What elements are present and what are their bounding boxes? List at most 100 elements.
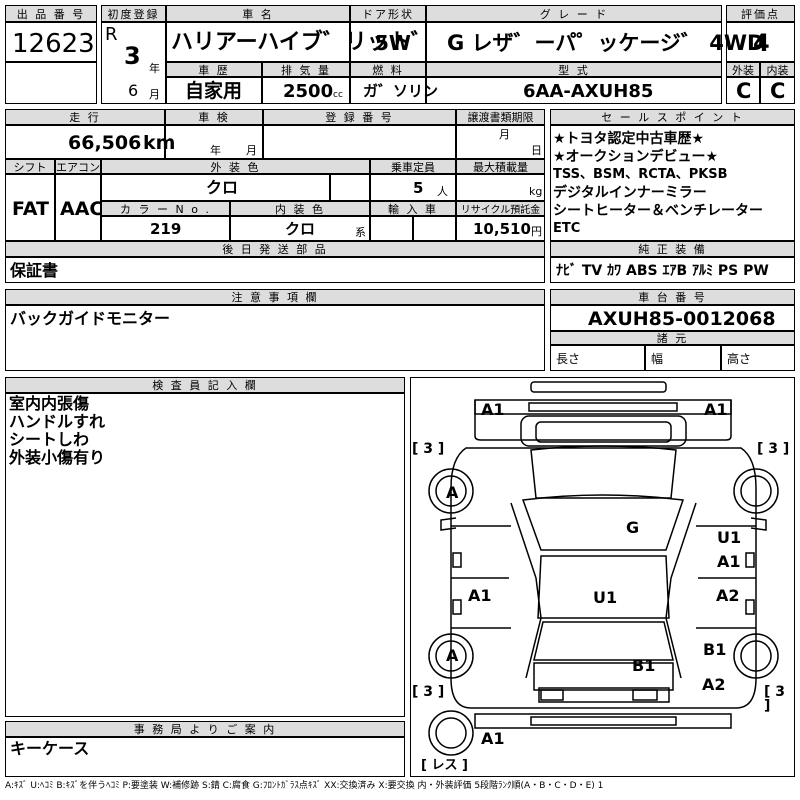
mark-wheel-fl: A bbox=[446, 483, 459, 502]
month-unit: 月 bbox=[149, 88, 160, 101]
mileage-cell: 66,506 km bbox=[5, 125, 175, 159]
mark-left-front-door: A1 bbox=[468, 586, 492, 605]
int-score-label: 内装 bbox=[760, 62, 795, 77]
max-load-cell: kg bbox=[456, 174, 545, 201]
later-parts-label: 後 日 発 送 部 品 bbox=[5, 241, 545, 257]
import-cell-1 bbox=[370, 216, 413, 241]
ac-label: エアコン bbox=[55, 159, 101, 174]
office-cell: キーケース bbox=[5, 737, 405, 777]
era: R bbox=[105, 24, 118, 45]
chassis-no: AXUH85-0012068 bbox=[588, 308, 776, 330]
transfer-label: 譲渡書類期限 bbox=[456, 109, 545, 125]
color-no-cell: 219 bbox=[101, 216, 230, 241]
mark-right-rear-door: A2 bbox=[716, 586, 740, 605]
office-text: キーケース bbox=[10, 739, 90, 758]
recycle-label: リサイクル預託金 bbox=[456, 201, 545, 216]
int-color: クロ bbox=[285, 220, 316, 238]
recycle-cell: 10,510 円 bbox=[456, 216, 545, 241]
sales-line: TSS、BSM、RCTA、PKSB bbox=[553, 167, 728, 182]
recycle: 10,510 bbox=[473, 220, 531, 238]
mark-roof: U1 bbox=[593, 588, 618, 607]
model-label: 型 式 bbox=[426, 62, 722, 77]
height-cell: 高さ bbox=[721, 345, 795, 371]
later-parts: 保証書 bbox=[10, 261, 59, 280]
mark-right-front-door-1: U1 bbox=[717, 528, 742, 547]
history-cell: 自家用 bbox=[166, 77, 262, 104]
inspector-cell: 室内内張傷 ハンドルすれ シートしわ 外装小傷有り bbox=[5, 393, 405, 717]
mileage-unit: km bbox=[143, 132, 176, 154]
score-label: 評価点 bbox=[726, 5, 795, 22]
fuel-cell: ガ゛ソリン bbox=[350, 77, 438, 104]
mark-right-front-door-2: A1 bbox=[717, 552, 741, 571]
height-label: 高さ bbox=[727, 352, 752, 366]
notes: バックガイドモニター bbox=[10, 309, 171, 328]
max-load-label: 最大積載量 bbox=[456, 159, 545, 174]
door: 5W bbox=[375, 31, 411, 55]
transfer-day-unit: 日 bbox=[531, 144, 542, 157]
ext-color-label: 外 装 色 bbox=[101, 159, 370, 174]
mark-right-rear-corner: A2 bbox=[702, 675, 726, 694]
lot-no-blank bbox=[5, 62, 97, 104]
int-score-cell: C bbox=[760, 77, 795, 104]
later-parts-cell: 保証書 bbox=[5, 257, 545, 283]
notes-label: 注 意 事 項 欄 bbox=[5, 289, 545, 305]
model-cell: 6AA-AXUH85 bbox=[426, 77, 722, 104]
insp-year-unit: 年 bbox=[210, 144, 221, 157]
chassis-cell: AXUH85-0012068 bbox=[550, 305, 795, 331]
ext-color: クロ bbox=[206, 178, 239, 197]
mark-spare: [ レス ] bbox=[421, 758, 468, 773]
mark-front-right-corner: A1 bbox=[704, 400, 728, 419]
car-name-cell: ハリアーハイブ゛リット゛ bbox=[166, 22, 433, 62]
reg-no-cell bbox=[263, 125, 456, 159]
inspector-line: ハンドルすれ bbox=[9, 412, 106, 431]
shift-cell: FAT bbox=[5, 174, 55, 241]
reg-no-label: 登 録 番 号 bbox=[263, 109, 456, 125]
mark-tire-fr: [ 3 ] bbox=[757, 441, 790, 457]
sales-line: デジタルインナーミラー bbox=[553, 185, 707, 201]
displacement-label: 排 気 量 bbox=[262, 62, 350, 77]
score: 4 bbox=[753, 29, 770, 57]
color-no: 219 bbox=[150, 220, 182, 238]
reg-month: 6 bbox=[128, 81, 139, 100]
year-unit: 年 bbox=[149, 62, 160, 75]
lot-no-cell: 12623 bbox=[5, 22, 97, 62]
shift: FAT bbox=[12, 198, 49, 220]
grade-cell: G レザ゛ーパ゜ッケージ゛ 4WD bbox=[426, 22, 764, 62]
mark-rear-left-corner: A1 bbox=[481, 729, 505, 748]
inspector-label: 検 査 員 記 入 欄 bbox=[5, 377, 405, 393]
capacity-label: 乗車定員 bbox=[370, 159, 456, 174]
car-name: ハリアーハイブ゛リット゛ bbox=[171, 30, 433, 55]
car-diagram: A1 A1 [ 3 ] [ 3 ] A G U1 A1 A1 U1 A2 B1 … bbox=[410, 377, 795, 777]
capacity: 5 bbox=[413, 179, 424, 197]
mark-tire-rl: [ 3 ] bbox=[412, 684, 445, 700]
model: 6AA-AXUH85 bbox=[523, 81, 654, 102]
notes-cell: バックガイドモニター bbox=[5, 305, 545, 371]
ext-score: C bbox=[736, 79, 752, 103]
door-cell: 5W bbox=[350, 22, 426, 62]
chassis-label: 車 台 番 号 bbox=[550, 289, 795, 305]
shift-label: シフト bbox=[5, 159, 55, 174]
sales-label: セ ー ル ス ポ イ ン ト bbox=[550, 109, 795, 125]
mark-tire-fl: [ 3 ] bbox=[412, 441, 445, 457]
specs-label: 諸 元 bbox=[550, 331, 795, 345]
mark-front-left-corner: A1 bbox=[481, 400, 505, 419]
displacement: 2500 bbox=[283, 81, 334, 102]
int-color-label: 内 装 色 bbox=[230, 201, 370, 216]
capacity-unit: 人 bbox=[437, 185, 448, 198]
fuel-label: 燃 料 bbox=[350, 62, 426, 77]
equipment-cell: ﾅﾋﾞ TV ｶﾜ ABS ｴｱB ｱﾙﾐ PS PW bbox=[550, 257, 795, 283]
sales-cell: ★トヨタ認定中古車歴★ ★オークションデビュー★ TSS、BSM、RCTA、PK… bbox=[550, 125, 795, 241]
inspection-label: 車 検 bbox=[165, 109, 263, 125]
inspector-line: 室内内張傷 bbox=[9, 394, 90, 413]
first-reg-label: 初度登録 bbox=[101, 5, 166, 22]
equipment-items: ﾅﾋﾞ TV ｶﾜ ABS ｴｱB ｱﾙﾐ PS PW bbox=[556, 263, 769, 279]
grade: G レザ゛ーパ゜ッケージ゛ 4WD bbox=[447, 31, 765, 55]
displacement-unit: cc bbox=[333, 90, 343, 100]
inspection-cell: 年 月 bbox=[165, 125, 263, 159]
sales-line: シートヒーター＆ベンチレーター bbox=[553, 203, 763, 219]
import-label: 輸 入 車 bbox=[370, 201, 456, 216]
equipment-label: 純 正 装 備 bbox=[550, 241, 795, 257]
mileage: 66,506 bbox=[68, 132, 142, 154]
mark-wheel-rl: A bbox=[446, 646, 459, 665]
ext-score-label: 外装 bbox=[726, 62, 760, 77]
